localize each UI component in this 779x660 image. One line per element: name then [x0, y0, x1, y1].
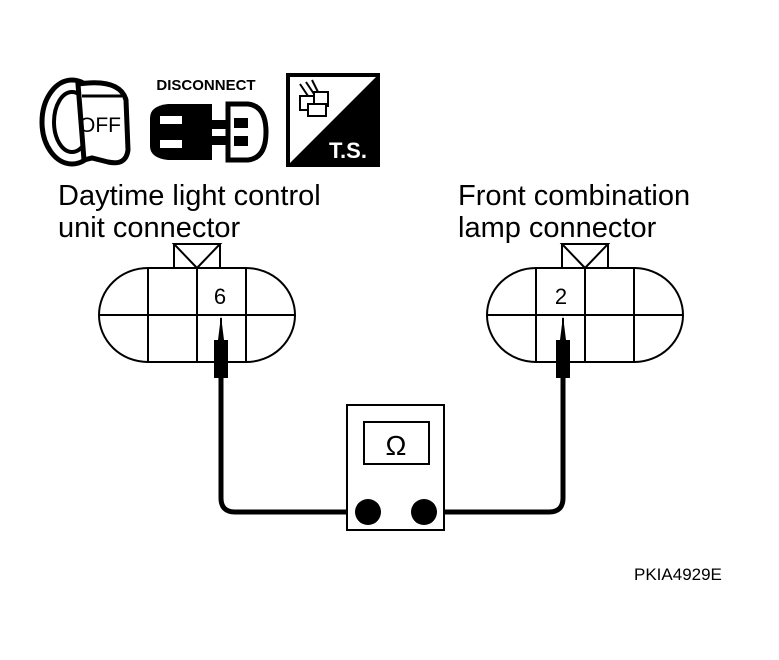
right-connector-label-line1: Front combination [458, 180, 691, 212]
right-terminal-number: 2 [555, 284, 567, 309]
meter-terminal-left [355, 499, 381, 525]
right-connector-label-line2: lamp connector [458, 212, 657, 244]
right-probe [556, 316, 570, 378]
disconnect-connector-icon: DISCONNECT [150, 77, 269, 163]
meter-terminal-right [411, 499, 437, 525]
left-test-lead [218, 378, 368, 515]
left-connector-label-line2: unit connector [58, 212, 241, 244]
right-test-lead [424, 378, 566, 515]
ts-text: T.S. [329, 138, 367, 163]
right-connector-shape [486, 243, 684, 363]
left-probe [214, 316, 228, 378]
ignition-off-text: OFF [79, 114, 121, 137]
tech-service-icon: T.S. [286, 73, 380, 167]
ignition-key-off-icon: OFF [39, 77, 131, 167]
ohmmeter [346, 404, 445, 531]
ohm-symbol: Ω [386, 430, 407, 461]
figure-code: PKIA4929E [634, 565, 722, 584]
disconnect-text: DISCONNECT [156, 77, 255, 94]
left-connector-label-line1: Daytime light control [58, 180, 321, 212]
left-connector-shape [98, 243, 296, 363]
left-terminal-number: 6 [214, 284, 226, 309]
